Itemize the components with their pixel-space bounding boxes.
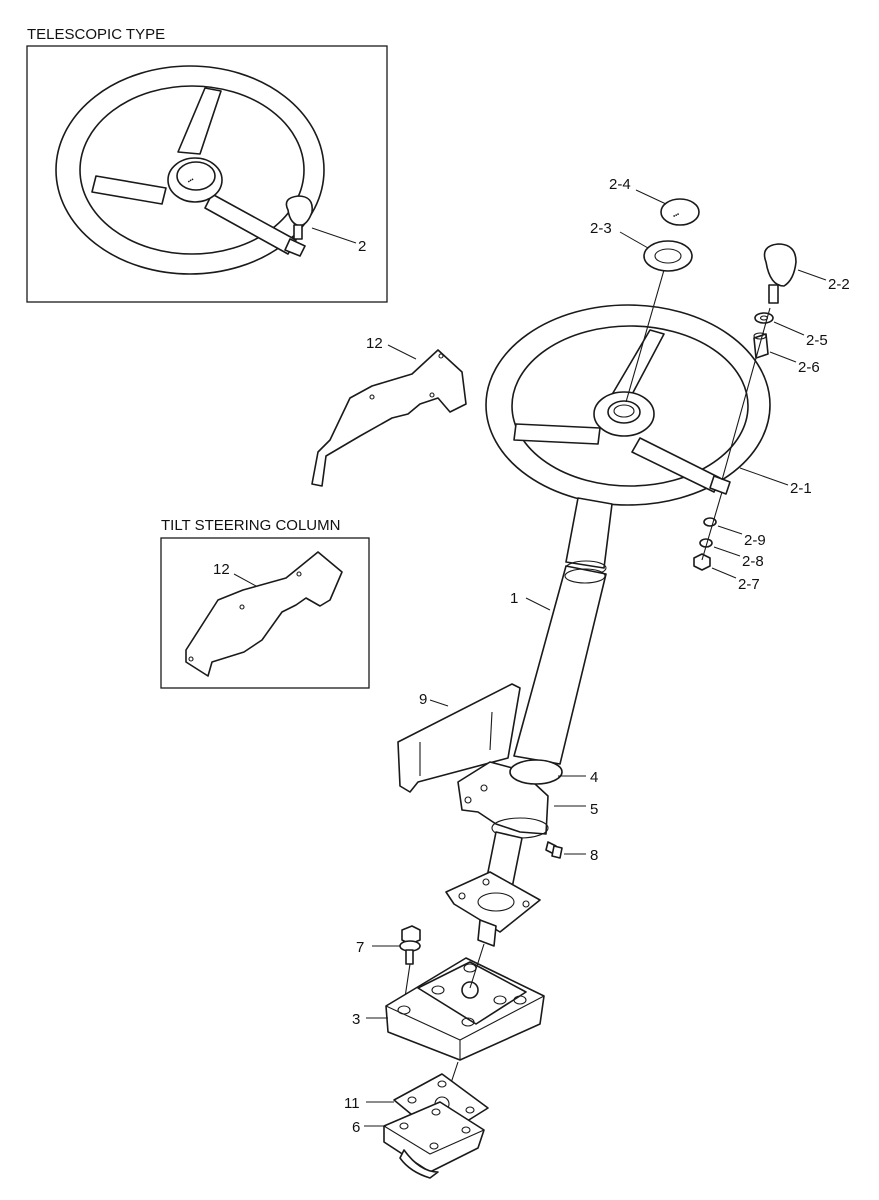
inset-tilt-title: TILT STEERING COLUMN — [161, 517, 340, 534]
inset-telescopic-frame — [26, 45, 388, 303]
label-5: 5 — [590, 801, 598, 818]
leader-2 — [311, 227, 357, 244]
inset-tilt-steering-column: TILT STEERING COLUMN 12 — [160, 517, 370, 689]
label-2-7: 2-7 — [738, 576, 760, 593]
label-2-3: 2-3 — [590, 220, 612, 237]
label-2-4: 2-4 — [609, 176, 631, 193]
inset-telescopic-type: TELESCOPIC TYPE ▪▪▪ 2 — [26, 26, 388, 303]
assembly-axis-shaft — [469, 943, 485, 989]
label-12-tilt: 12 — [213, 561, 230, 578]
inset-tilt-frame — [160, 537, 370, 689]
part-4-column-collar: 4 — [558, 769, 598, 786]
svg-text:▪▪▪: ▪▪▪ — [672, 212, 680, 220]
inset-telescopic-title: TELESCOPIC TYPE — [27, 26, 165, 43]
part-2-1-steering-wheel: 2-1 — [485, 304, 812, 506]
label-1: 1 — [510, 590, 518, 607]
part-8-bolt: 8 — [545, 841, 598, 864]
part-2-8-lock-washer: 2-8 — [699, 538, 764, 570]
part-2-5-washer: 2-5 — [754, 312, 828, 349]
inset-tilt-knob — [285, 195, 314, 240]
part-2-7-nut: 2-7 — [693, 553, 760, 593]
part-2-4-horn-emblem: ▪▪▪ 2-4 — [609, 176, 700, 226]
inset-column-cover — [185, 551, 343, 677]
label-2-8: 2-8 — [742, 553, 764, 570]
part-2-3-horn-cover: 2-3 — [590, 220, 693, 272]
part-1-column-tube: 1 — [510, 497, 613, 765]
part-9-mounting-plate: 9 — [397, 683, 521, 793]
label-2-6: 2-6 — [798, 359, 820, 376]
label-7: 7 — [356, 939, 364, 956]
label-2: 2 — [358, 238, 366, 255]
label-8: 8 — [590, 847, 598, 864]
label-3: 3 — [352, 1011, 360, 1028]
label-4: 4 — [590, 769, 598, 786]
part-2-2-spinner-knob: 2-2 — [763, 243, 850, 304]
inset-steering-wheel: ▪▪▪ — [55, 65, 325, 275]
label-12: 12 — [366, 335, 383, 352]
assembly-axis-knob — [721, 307, 771, 481]
label-6: 6 — [352, 1119, 360, 1136]
label-11: 11 — [344, 1095, 360, 1112]
part-2-6-spacer: 2-6 — [753, 332, 820, 376]
part-3-column-base: 3 — [352, 957, 545, 1061]
part-12-column-cover: 12 — [311, 335, 467, 487]
label-2-9: 2-9 — [744, 532, 766, 549]
part-7-bolt: 7 — [356, 925, 421, 965]
assembly-axis-nut — [701, 491, 723, 561]
label-2-5: 2-5 — [806, 332, 828, 349]
part-5-column-bracket: 5 — [457, 759, 598, 839]
label-2-2: 2-2 — [828, 276, 850, 293]
assembly-axis-horn — [625, 269, 665, 403]
lower-shaft-and-flange — [445, 831, 541, 947]
label-2-1: 2-1 — [790, 480, 812, 497]
hub-emblem: ▪▪▪ — [187, 177, 196, 185]
part-6-boot: 6 — [352, 1101, 485, 1179]
label-9: 9 — [419, 691, 427, 708]
